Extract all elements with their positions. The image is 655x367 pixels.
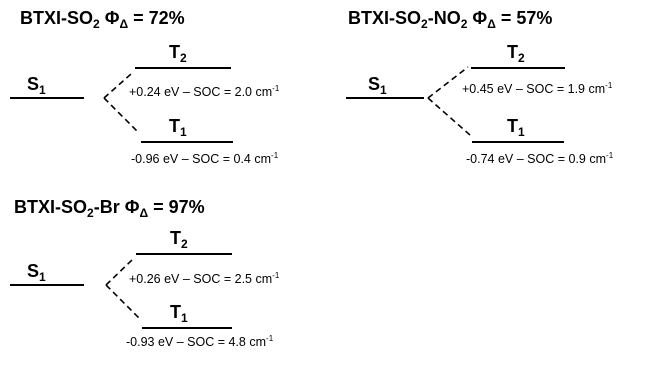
t2-label: T2 [170,228,188,251]
s1-label: S1 [27,74,46,97]
t1-energy-soc: -0.96 eV – SOC = 0.4 cm-1 [131,151,279,166]
t2-energy-soc: +0.45 eV – SOC = 1.9 cm-1 [462,81,613,96]
transition-dashes [105,259,141,320]
s1-level-line [10,97,84,99]
t1-transition-dash [427,97,471,136]
t2-transition-dash [103,73,132,99]
s1-level-line [10,284,84,286]
panel-title: BTXI-SO2 ΦΔ = 72% [20,8,185,31]
panel-title: BTXI-SO2-NO2 ΦΔ = 57% [348,8,553,31]
t1-level-line [141,141,233,143]
t1-transition-dash [103,97,140,134]
transition-dashes [427,66,471,136]
panel-title: BTXI-SO2-Br ΦΔ = 97% [14,197,205,220]
t2-transition-dash [105,259,133,286]
t1-label: T1 [507,116,525,139]
transition-dashes [103,73,140,134]
t2-level-line [471,67,565,69]
t1-energy-soc: -0.74 eV – SOC = 0.9 cm-1 [466,151,614,166]
t2-energy-soc: +0.26 eV – SOC = 2.5 cm-1 [129,271,280,286]
t2-energy-soc: +0.24 eV – SOC = 2.0 cm-1 [129,84,280,99]
t1-transition-dash [105,284,141,320]
t2-level-line [135,67,231,69]
s1-level-line [346,97,424,99]
t2-label: T2 [169,42,187,65]
diagram-panel-so2-no2: BTXI-SO2-NO2 ΦΔ = 57% S1 T2 +0.45 eV – S… [346,8,655,178]
s1-label: S1 [27,261,46,284]
diagram-panel-so2-br: BTXI-SO2-Br ΦΔ = 97% S1 T2 +0.26 eV – SO… [10,197,344,367]
t2-level-line [136,253,232,255]
t2-label: T2 [507,42,525,65]
diagram-panel-so2: BTXI-SO2 ΦΔ = 72% S1 T2 +0.24 eV – SOC =… [10,8,350,178]
t1-label: T1 [169,116,187,139]
t1-label: T1 [170,302,188,325]
t1-level-line [142,327,232,329]
t2-transition-dash [427,66,469,99]
t1-level-line [472,141,564,143]
t1-energy-soc: -0.93 eV – SOC = 4.8 cm-1 [126,334,274,349]
s1-label: S1 [368,74,387,97]
